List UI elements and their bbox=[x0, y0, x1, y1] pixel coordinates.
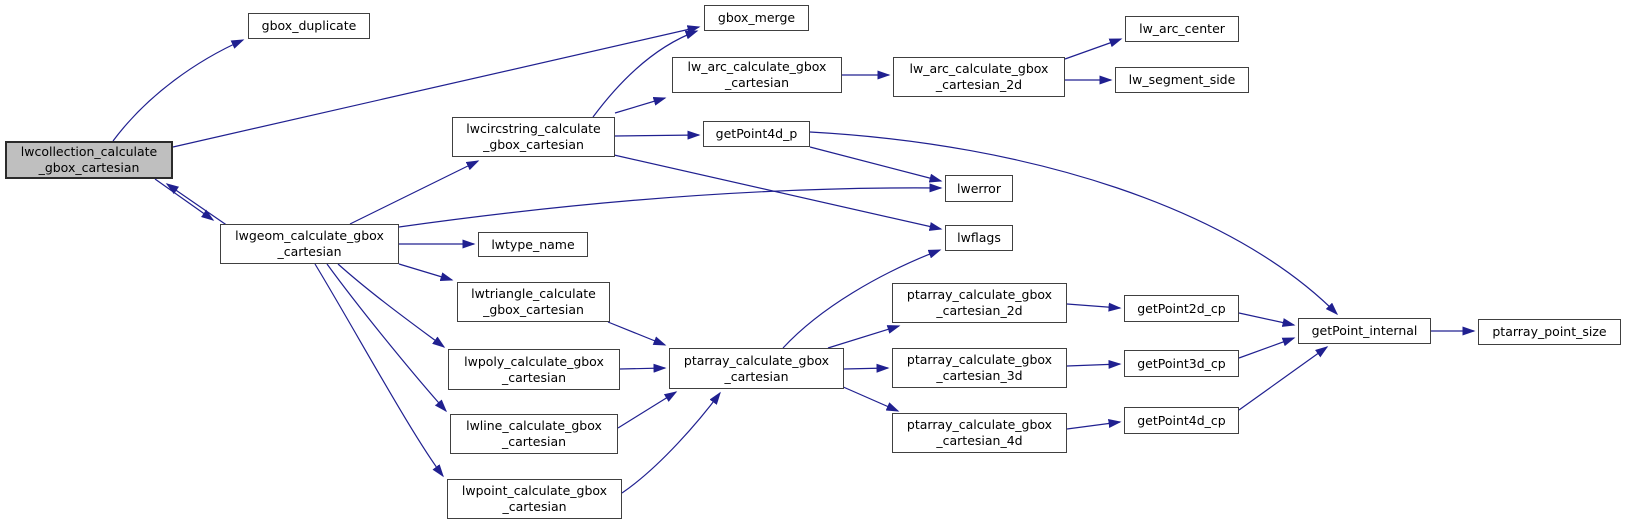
node-ptarray_calculate_gbox_cartesian[interactable]: ptarray_calculate_gbox_cartesian bbox=[669, 348, 844, 389]
node-getPoint4d_p[interactable]: getPoint4d_p bbox=[703, 121, 810, 147]
node-lw_arc_calculate_gbox_cartesian[interactable]: lw_arc_calculate_gbox_cartesian bbox=[672, 57, 842, 93]
node-getPoint_internal[interactable]: getPoint_internal bbox=[1298, 318, 1431, 344]
edge-lwgeom_calculate_gbox_cartesian--lwerror bbox=[398, 183, 943, 228]
node-label: getPoint3d_cp bbox=[1137, 355, 1226, 371]
node-getPoint3d_cp[interactable]: getPoint3d_cp bbox=[1124, 350, 1239, 377]
node-lw_segment_side[interactable]: lw_segment_side bbox=[1115, 67, 1249, 93]
node-label: _gbox_cartesian bbox=[483, 302, 584, 317]
edge-getPoint2d_cp--getPoint_internal bbox=[1238, 312, 1296, 327]
node-label: _cartesian_4d bbox=[936, 433, 1023, 448]
node-label: lwerror bbox=[957, 180, 1001, 196]
node-label: _cartesian_2d bbox=[935, 77, 1023, 92]
edge-lw_arc_calculate_gbox_cartesian_2d--lw_arc_center bbox=[1064, 38, 1123, 60]
node-label: ptarray_point_size bbox=[1492, 324, 1607, 339]
edge-lwtriangle_calculate_gbox_cartesian--ptarray_calculate_gbox_cartesian bbox=[607, 321, 667, 346]
node-label: _cartesian bbox=[724, 368, 789, 384]
node-label: gbox_duplicate bbox=[261, 18, 357, 33]
node-ptarray_calculate_gbox_cartesian_2d[interactable]: ptarray_calculate_gbox_cartesian_2d bbox=[892, 283, 1067, 323]
edge-ptarray_calculate_gbox_cartesian--ptarray_calculate_gbox_cartesian_3d bbox=[843, 363, 890, 373]
node-lwcollection_calculate_gbox_cartesian[interactable]: lwcollection_calculate_gbox_cartesian bbox=[5, 141, 173, 179]
edge-ptarray_calculate_gbox_cartesian_2d--getPoint2d_cp bbox=[1066, 302, 1122, 312]
node-ptarray_calculate_gbox_cartesian_4d[interactable]: ptarray_calculate_gbox_cartesian_4d bbox=[892, 413, 1067, 453]
node-getPoint4d_cp[interactable]: getPoint4d_cp bbox=[1124, 407, 1239, 434]
node-label: getPoint4d_p bbox=[715, 126, 798, 141]
node-lw_arc_center[interactable]: lw_arc_center bbox=[1125, 16, 1239, 42]
node-gbox_duplicate[interactable]: gbox_duplicate bbox=[248, 13, 370, 39]
node-label: getPoint4d_cp bbox=[1137, 412, 1226, 428]
node-label: _cartesian_3d bbox=[936, 368, 1023, 383]
edge-lwpoly_calculate_gbox_cartesian--ptarray_calculate_gbox_cartesian bbox=[619, 363, 667, 373]
node-label: lw_segment_side bbox=[1128, 72, 1236, 87]
edge-lwcircstring_calculate_gbox_cartesian--getPoint4d_p bbox=[614, 130, 701, 140]
edge-lwgeom_calculate_gbox_cartesian--lwpoly_calculate_gbox_cartesian bbox=[337, 263, 446, 348]
edge-getPoint4d_cp--getPoint_internal bbox=[1238, 346, 1329, 411]
node-label: gbox_merge bbox=[717, 10, 796, 25]
edge-lwgeom_calculate_gbox_cartesian--lwline_calculate_gbox_cartesian bbox=[326, 263, 448, 413]
edge-lwcircstring_calculate_gbox_cartesian--lw_arc_calculate_gbox_cartesian bbox=[614, 96, 667, 114]
node-label: lwcollection_calculate bbox=[20, 144, 158, 159]
node-lwtriangle_calculate_gbox_cartesian[interactable]: lwtriangle_calculate_gbox_cartesian bbox=[457, 282, 610, 322]
node-label: lwtype_name bbox=[491, 236, 575, 252]
edge-lwcollection_calculate_gbox_cartesian--gbox_merge bbox=[172, 25, 701, 148]
edge-ptarray_calculate_gbox_cartesian--ptarray_calculate_gbox_cartesian_2d bbox=[827, 325, 901, 349]
edge-lwgeom_calculate_gbox_cartesian--lwpoint_calculate_gbox_cartesian bbox=[314, 263, 444, 478]
node-label: getPoint_internal bbox=[1311, 323, 1418, 338]
node-label: lwflags bbox=[957, 230, 1001, 245]
node-label: lw_arc_calculate_gbox bbox=[909, 61, 1049, 76]
node-lwpoly_calculate_gbox_cartesian[interactable]: lwpoly_calculate_gbox_cartesian bbox=[448, 349, 620, 390]
edge-lwcollection_calculate_gbox_cartesian--gbox_duplicate bbox=[112, 39, 245, 142]
edge-lwgeom_calculate_gbox_cartesian--lwcollection_calculate_gbox_cartesian bbox=[165, 183, 229, 227]
node-ptarray_point_size[interactable]: ptarray_point_size bbox=[1478, 319, 1621, 345]
node-label: lwpoint_calculate_gbox bbox=[461, 483, 608, 498]
edge-ptarray_calculate_gbox_cartesian_3d--getPoint3d_cp bbox=[1066, 359, 1122, 369]
node-label: _cartesian bbox=[501, 369, 567, 385]
node-label: ptarray_calculate_gbox bbox=[683, 352, 830, 368]
edge-lwpoint_calculate_gbox_cartesian--ptarray_calculate_gbox_cartesian bbox=[621, 391, 721, 494]
edge-ptarray_calculate_gbox_cartesian--lwflags bbox=[782, 249, 942, 349]
node-label: getPoint2d_cp bbox=[1137, 300, 1226, 316]
edge-lwgeom_calculate_gbox_cartesian--lwtriangle_calculate_gbox_cartesian bbox=[398, 263, 454, 281]
node-label: lw_arc_calculate_gbox bbox=[687, 59, 827, 74]
node-label: _cartesian bbox=[277, 244, 342, 259]
node-label: lwcircstring_calculate bbox=[466, 121, 601, 136]
edge-getPoint4d_p--getPoint_internal bbox=[809, 131, 1339, 316]
edge-ptarray_calculate_gbox_cartesian_4d--getPoint4d_cp bbox=[1066, 419, 1122, 430]
node-label: _cartesian_2d bbox=[936, 303, 1023, 318]
node-label: lwpoly_calculate_gbox bbox=[464, 353, 604, 369]
edge-lwgeom_calculate_gbox_cartesian--lwcircstring_calculate_gbox_cartesian bbox=[349, 160, 480, 225]
node-label: lwtriangle_calculate bbox=[471, 286, 596, 301]
edge-ptarray_calculate_gbox_cartesian--ptarray_calculate_gbox_cartesian_4d bbox=[840, 385, 900, 412]
node-label: _cartesian bbox=[501, 434, 567, 449]
edge-getPoint4d_p--lwerror bbox=[809, 146, 943, 183]
node-label: lwgeom_calculate_gbox bbox=[235, 228, 384, 243]
node-label: _gbox_cartesian bbox=[483, 137, 584, 152]
node-label: _cartesian bbox=[502, 499, 567, 514]
node-lwpoint_calculate_gbox_cartesian[interactable]: lwpoint_calculate_gbox_cartesian bbox=[447, 479, 622, 519]
node-lwerror[interactable]: lwerror bbox=[945, 175, 1013, 202]
node-label: ptarray_calculate_gbox bbox=[906, 352, 1053, 367]
node-gbox_merge[interactable]: gbox_merge bbox=[704, 5, 809, 31]
node-lwcircstring_calculate_gbox_cartesian[interactable]: lwcircstring_calculate_gbox_cartesian bbox=[452, 117, 615, 157]
node-label: lwline_calculate_gbox bbox=[466, 418, 602, 433]
node-lwtype_name[interactable]: lwtype_name bbox=[478, 232, 588, 257]
node-label: lw_arc_center bbox=[1139, 21, 1225, 36]
node-label: _cartesian bbox=[724, 75, 790, 90]
node-lwgeom_calculate_gbox_cartesian[interactable]: lwgeom_calculate_gbox_cartesian bbox=[220, 224, 399, 264]
node-lw_arc_calculate_gbox_cartesian_2d[interactable]: lw_arc_calculate_gbox_cartesian_2d bbox=[893, 57, 1065, 97]
node-ptarray_calculate_gbox_cartesian_3d[interactable]: ptarray_calculate_gbox_cartesian_3d bbox=[892, 348, 1067, 388]
node-label: ptarray_calculate_gbox bbox=[906, 287, 1053, 302]
edge-lwcollection_calculate_gbox_cartesian--lwgeom_calculate_gbox_cartesian bbox=[154, 178, 215, 221]
node-label: _gbox_cartesian bbox=[38, 160, 140, 175]
edge-lwcircstring_calculate_gbox_cartesian--gbox_merge bbox=[592, 30, 699, 118]
edge-lwline_calculate_gbox_cartesian--ptarray_calculate_gbox_cartesian bbox=[617, 391, 678, 429]
node-lwline_calculate_gbox_cartesian[interactable]: lwline_calculate_gbox_cartesian bbox=[450, 414, 618, 454]
node-lwflags[interactable]: lwflags bbox=[945, 225, 1013, 251]
edge-getPoint3d_cp--getPoint_internal bbox=[1238, 337, 1296, 359]
node-getPoint2d_cp[interactable]: getPoint2d_cp bbox=[1124, 295, 1239, 322]
edge-lwcircstring_calculate_gbox_cartesian--lwflags bbox=[613, 154, 943, 231]
node-label: ptarray_calculate_gbox bbox=[906, 417, 1053, 432]
